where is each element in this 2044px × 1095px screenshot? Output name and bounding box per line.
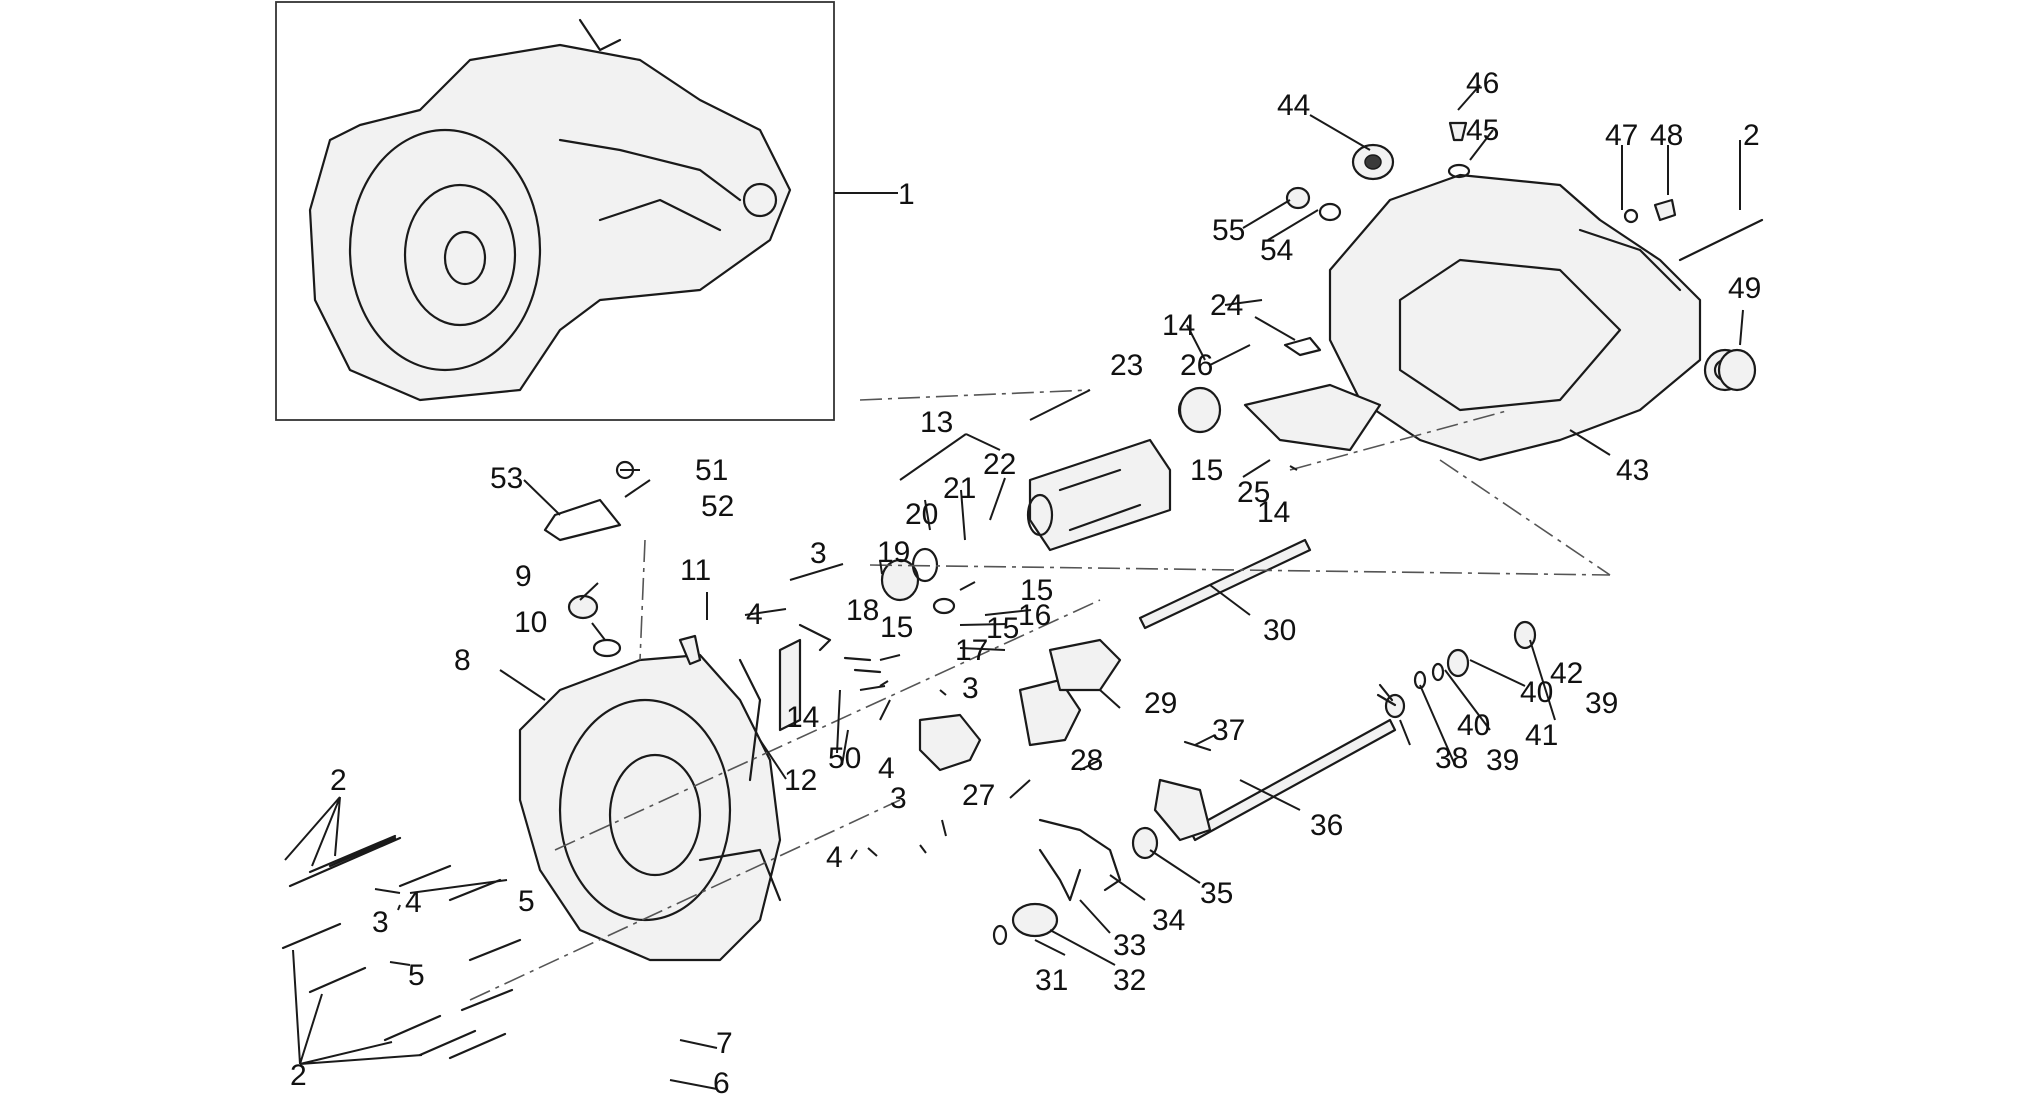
callout-label: 39 [1585,687,1618,720]
callout-label: 40 [1457,709,1490,742]
callout-label: 16 [1018,599,1051,632]
callout-label: 37 [1212,714,1245,747]
callout-label: 5 [408,959,425,992]
callout-label: 26 [1180,349,1213,382]
assembly-alignment-lines [469,389,1611,1001]
callout-label: 51 [695,454,728,487]
callout-label: 24 [1210,289,1243,322]
callout-label: 3 [962,672,979,705]
callout-label: 22 [983,448,1016,481]
callout-label: 41 [1525,719,1558,752]
callout-label: 15 [986,612,1019,645]
bearing-42-illustration [1384,620,1537,719]
callout-label: 54 [1260,234,1293,267]
callout-label: 50 [828,742,861,775]
top-right-small-parts-illustration [1178,121,1764,452]
callout-label: 15 [880,611,913,644]
callout-label: 6 [713,1067,730,1095]
callout-label: 34 [1152,904,1185,937]
callout-label: 46 [1466,67,1499,100]
callout-label: 4 [826,841,843,874]
callout-label: 2 [1743,119,1760,152]
callout-label: 3 [810,537,827,570]
callout-label: 38 [1435,742,1468,775]
callout-label: 29 [1144,687,1177,720]
callout-label: 25 [1237,476,1270,509]
callout-label: 8 [454,644,471,677]
assembly-inset-frame [275,1,835,421]
callout-label: 10 [514,606,547,639]
assembled-gearbox-illustration [308,18,792,402]
left-small-parts-illustration [543,460,956,674]
shift-forks-illustration [778,638,1122,772]
callout-label: 3 [372,906,389,939]
callout-label: 39 [1486,744,1519,777]
callout-label: 2 [290,1059,307,1092]
callout-label: 47 [1605,119,1638,152]
callout-label: 44 [1277,89,1310,122]
callout-label: 15 [1190,454,1223,487]
callout-label: 53 [490,462,523,495]
callout-label: 49 [1728,272,1761,305]
callout-label: 2 [330,764,347,797]
callout-label: 35 [1200,877,1233,910]
callout-label: 48 [1650,119,1683,152]
callout-label: 30 [1263,614,1296,647]
callout-label: 4 [405,886,422,919]
callout-label: 15 [1020,574,1053,607]
shaft-30-illustration [1138,538,1312,630]
callout-label: 31 [1035,964,1068,997]
left-housing-illustration [518,653,782,962]
shaft-36-illustration [1153,718,1397,842]
callout-label: 19 [877,536,910,569]
bolt-set-2-illustration [281,834,522,1060]
callout-label: 4 [746,598,763,631]
callout-leaders [284,84,1744,1090]
callout-label: 14 [1257,496,1290,529]
callout-label: 21 [943,472,976,505]
callout-label: 3 [890,782,907,815]
callout-label: 40 [1520,676,1553,709]
callout-label: 33 [1113,929,1146,962]
callout-label: 12 [784,764,817,797]
callout-label: 4 [878,752,895,785]
callout-label: 9 [515,560,532,593]
callout-label: 23 [1110,349,1143,382]
callout-label: 28 [1070,744,1103,777]
callout-label: 36 [1310,809,1343,842]
callout-labels: 1 2 2 2 3 3 3 3 4 4 4 4 5 5 6 7 8 9 10 1… [290,67,1761,1095]
callout-label: 45 [1466,114,1499,147]
callout-label: 13 [920,406,953,439]
callout-label: 18 [846,594,879,627]
callout-label: 43 [1616,454,1649,487]
callout-label: 27 [962,779,995,812]
callout-label: 17 [955,634,988,667]
callout-label: 52 [701,490,734,523]
callout-label: 7 [716,1027,733,1060]
callout-label: 14 [1162,309,1195,342]
callout-label: 14 [786,701,819,734]
callout-label: 20 [905,498,938,531]
callout-label: 11 [680,554,711,587]
callout-label: 5 [518,885,535,918]
right-housing-illustration [1328,173,1747,462]
callout-label: 42 [1550,657,1583,690]
callout-label: 55 [1212,214,1245,247]
callout-label: 32 [1113,964,1146,997]
callout-label: 1 [898,178,915,211]
